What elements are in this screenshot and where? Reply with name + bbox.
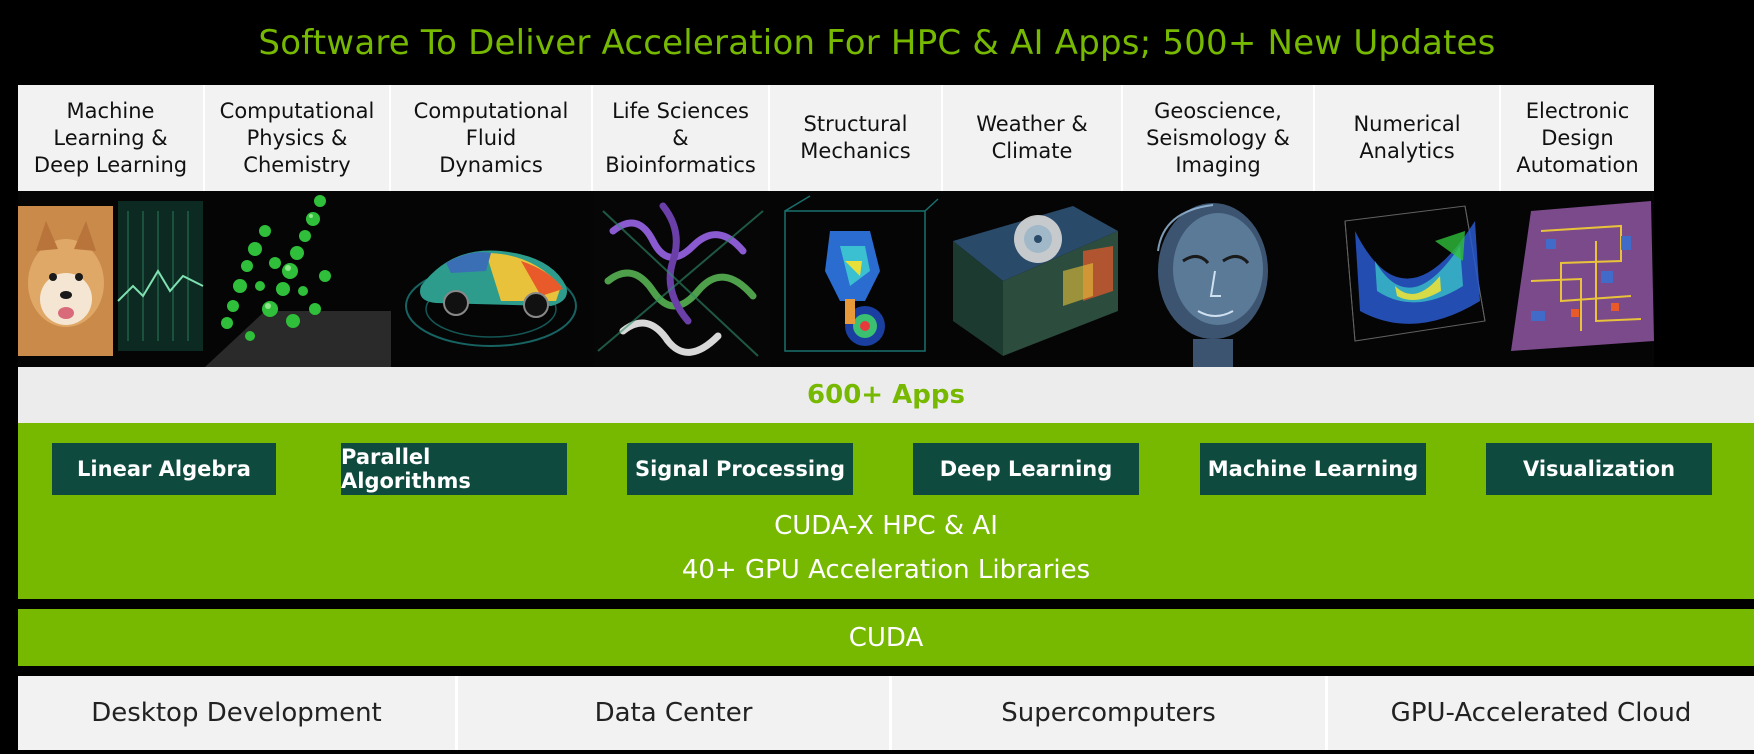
cuda-x-subtitle: 40+ GPU Acceleration Libraries [681,555,1091,585]
car-airflow-image [391,191,593,367]
category-cfd: Computational Fluid Dynamics [391,85,593,191]
image-row [18,191,1754,367]
dog-and-neural-net-image [18,191,205,367]
platform-row: Desktop Development Data Center Supercom… [18,676,1754,750]
circuit-chip-image [1501,191,1654,367]
category-structural-mechanics: Structural Mechanics [770,85,943,191]
cuda-x-title: CUDA-X HPC & AI [774,511,998,541]
cuda-x-panel: Linear Algebra Parallel Algorithms Signa… [18,423,1754,599]
hurricane-image [943,191,1123,367]
category-life-sciences: Life Sciences & Bioinformatics [593,85,770,191]
apps-bar: 600+ Apps [18,367,1754,423]
category-eda: Electronic Design Automation [1501,85,1654,191]
molecule-spheres-image [205,191,391,367]
library-visualization: Visualization [1486,443,1712,495]
head-scan-image [1123,191,1315,367]
category-row: Machine Learning & Deep Learning Computa… [18,85,1754,191]
cuda-label: CUDA [848,622,924,653]
library-deep-learning: Deep Learning [913,443,1139,495]
category-weather-climate: Weather & Climate [943,85,1123,191]
platform-cloud: GPU-Accelerated Cloud [1328,676,1754,750]
library-parallel-algorithms: Parallel Algorithms [341,443,567,495]
apps-label: 600+ Apps [807,380,965,410]
surface-plot-image [1315,191,1501,367]
cuda-bar: CUDA [18,609,1754,666]
platform-desktop: Desktop Development [18,676,458,750]
stress-simulation-image [770,191,943,367]
category-ml-dl: Machine Learning & Deep Learning [18,85,205,191]
protein-structure-image [593,191,770,367]
platform-data-center: Data Center [458,676,892,750]
category-numerical-analytics: Numerical Analytics [1315,85,1501,191]
slide-title: Software To Deliver Acceleration For HPC… [258,22,1496,63]
platform-supercomputers: Supercomputers [892,676,1328,750]
title-bar: Software To Deliver Acceleration For HPC… [0,0,1754,85]
category-geoscience: Geoscience, Seismology & Imaging [1123,85,1315,191]
library-machine-learning: Machine Learning [1200,443,1426,495]
library-signal-processing: Signal Processing [627,443,853,495]
library-linear-algebra: Linear Algebra [52,443,276,495]
category-physics-chemistry: Computational Physics & Chemistry [205,85,391,191]
